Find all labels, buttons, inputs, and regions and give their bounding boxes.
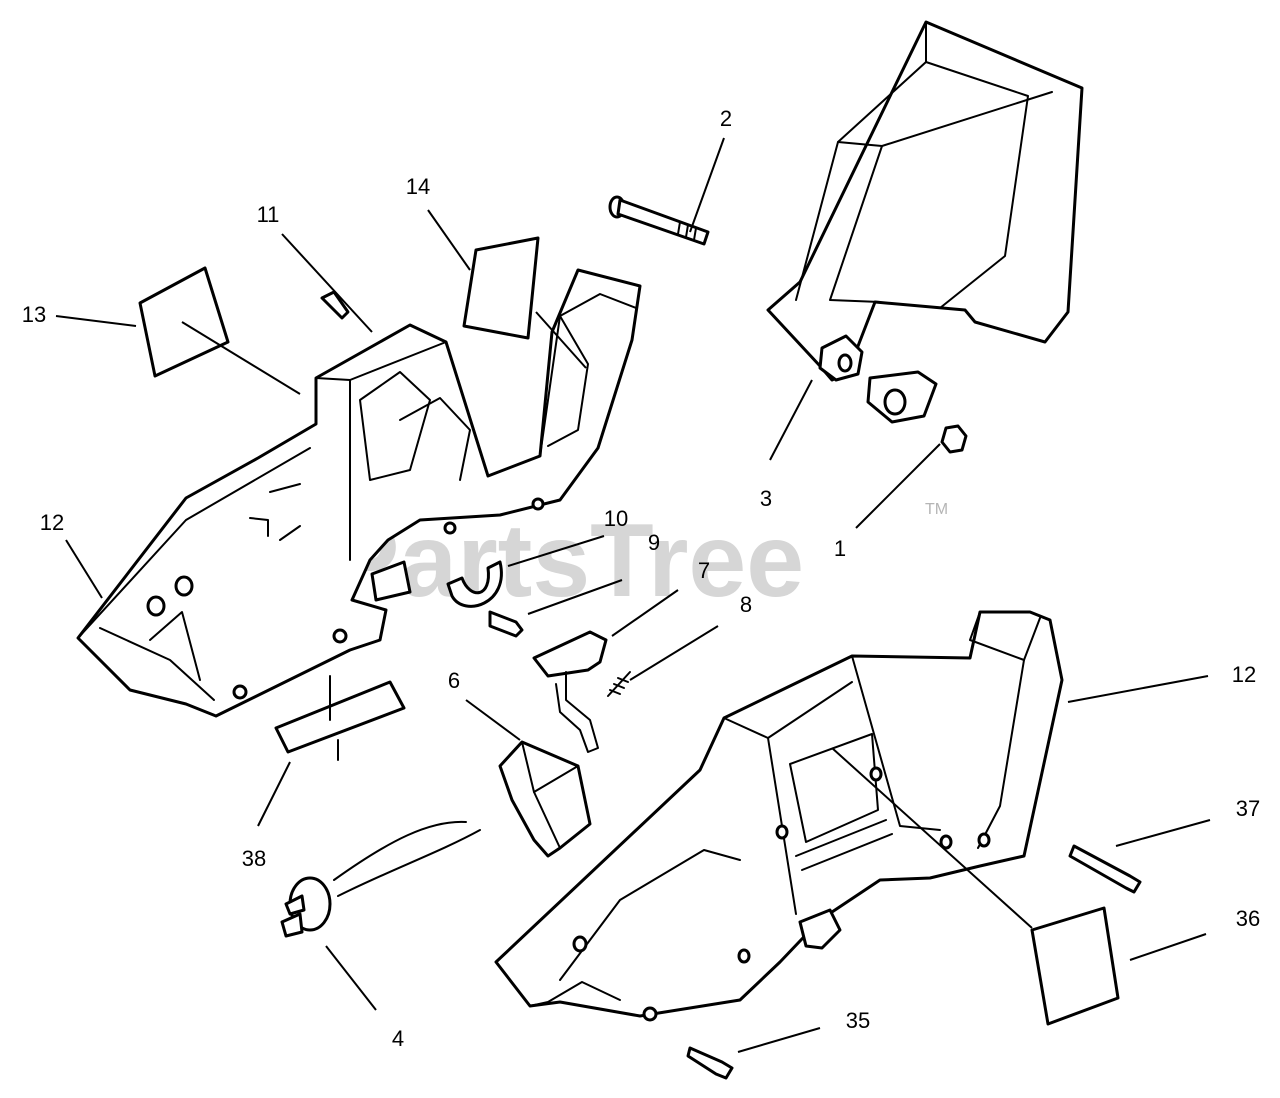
part-7-trigger[interactable] — [532, 630, 608, 753]
part-12-housing-right[interactable] — [494, 610, 1064, 1022]
callout-38: 38 — [242, 846, 266, 871]
callout-12-right: 12 — [1232, 662, 1256, 687]
callout-7: 7 — [698, 558, 710, 583]
callout-10: 10 — [604, 506, 628, 531]
callout-4: 4 — [392, 1026, 404, 1051]
callout-2: 2 — [720, 106, 732, 131]
part-36-decal[interactable] — [1030, 906, 1120, 1026]
part-8-spring[interactable] — [607, 671, 631, 697]
part-10-clamp[interactable] — [446, 560, 503, 608]
callout-labels: 2 3 1 10 9 7 8 6 11 14 13 12 12 37 36 35… — [22, 106, 1260, 1051]
callout-35: 35 — [846, 1008, 870, 1033]
part-37-screw[interactable] — [1068, 844, 1142, 894]
callout-8: 8 — [740, 592, 752, 617]
part-35-screw[interactable] — [686, 1046, 734, 1080]
callout-14: 14 — [406, 174, 430, 199]
callout-12-left: 12 — [40, 510, 64, 535]
part-11-screw[interactable] — [320, 290, 350, 320]
part-14-decal[interactable] — [462, 236, 540, 340]
callout-3: 3 — [760, 486, 772, 511]
part-13-decal[interactable] — [138, 266, 230, 378]
callout-37: 37 — [1236, 796, 1260, 821]
callout-11: 11 — [257, 202, 280, 227]
callout-13: 13 — [22, 302, 46, 327]
leader-lines — [55, 137, 1211, 1053]
part-4-cord-plug[interactable] — [280, 820, 481, 938]
part-12-housing-left[interactable] — [76, 268, 642, 718]
callout-36: 36 — [1236, 906, 1260, 931]
part-6-switch[interactable] — [498, 740, 592, 858]
callout-1: 1 — [834, 536, 846, 561]
callout-9: 9 — [648, 530, 660, 555]
part-handle[interactable] — [766, 20, 1084, 424]
part-38-label[interactable] — [274, 675, 406, 761]
watermark-trademark: TM — [925, 501, 948, 518]
part-2-bolt[interactable] — [608, 195, 710, 246]
part-1-nut[interactable] — [940, 424, 968, 454]
callout-6: 6 — [448, 668, 460, 693]
part-9-screw[interactable] — [488, 610, 524, 638]
